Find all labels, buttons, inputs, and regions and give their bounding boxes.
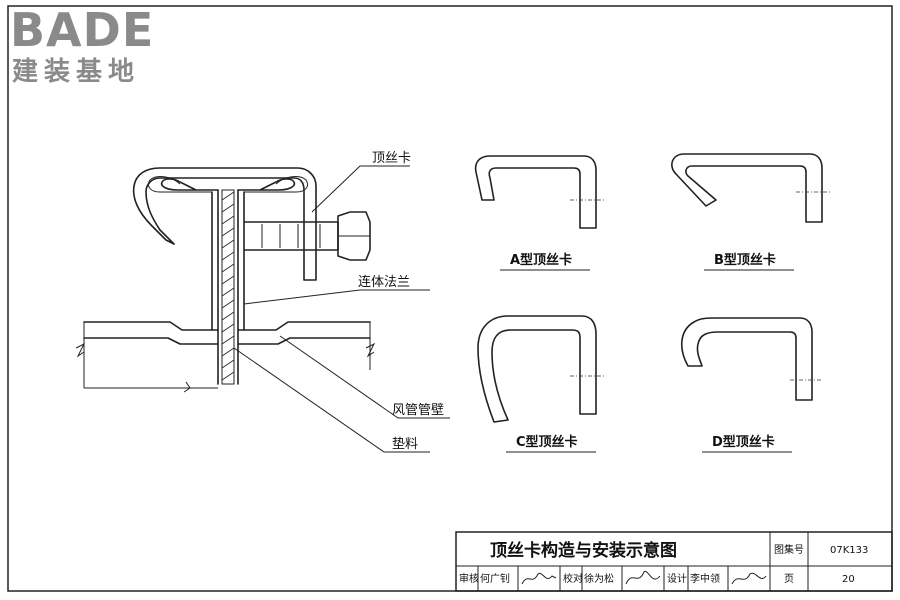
duct-wall-right-upper [237, 321, 371, 331]
title-block-design-label: 设计 [667, 572, 687, 585]
leader-gasket [233, 347, 430, 453]
title-block-reviewer: 何广钊 [480, 572, 510, 585]
clip-b-shape [671, 153, 823, 223]
brand-logo: BADE 建装基地 [10, 3, 154, 87]
label-duct-wall: 风管管壁 [392, 403, 444, 418]
title-block-checker-signature [625, 570, 661, 585]
duct-wall-left-upper [83, 321, 219, 331]
flange-top-right [237, 178, 296, 191]
title-block-check-label: 校对 [563, 572, 583, 585]
clip-b-caption: B型顶丝卡 [714, 252, 776, 268]
title-block: 顶丝卡构造与安装示意图 图集号 07K133 审核 何广钊 校对 徐为松 设计 … [455, 531, 893, 592]
gasket-hatch [221, 191, 235, 381]
clip-a-shape [474, 155, 597, 229]
title-block-designer: 李中领 [690, 572, 720, 585]
clip-c-shape [477, 315, 597, 423]
logo-subtitle-text: 建装基地 [12, 57, 140, 87]
leader-duct-wall [279, 335, 450, 419]
title-block-title: 顶丝卡构造与安装示意图 [490, 540, 677, 561]
bolt-thread [261, 224, 321, 248]
top-clip-body [132, 167, 317, 281]
clip-a-caption: A型顶丝卡 [510, 252, 572, 268]
clip-c-caption: C型顶丝卡 [516, 434, 578, 450]
title-block-page-no: 20 [842, 574, 855, 585]
break-mark-left [75, 342, 86, 358]
clip-type-b: B型顶丝卡 [671, 153, 832, 271]
bolt-head [337, 211, 371, 261]
leader-flange [243, 289, 430, 305]
flange-top-left [160, 178, 219, 191]
duct-wall-left-lower [83, 337, 219, 345]
label-clip: 顶丝卡 [372, 151, 411, 166]
clip-type-d: D型顶丝卡 [681, 317, 822, 453]
clip-d-shape [681, 317, 813, 401]
title-block-reviewer-signature [521, 572, 557, 585]
duct-wall-right-lower [237, 337, 371, 345]
gasket-strip [221, 189, 235, 385]
title-block-atlas-no: 07K133 [830, 545, 868, 556]
title-block-atlas-label: 图集号 [774, 543, 804, 556]
clip-type-a: A型顶丝卡 [474, 155, 606, 271]
bolt-shank [243, 221, 339, 251]
break-mark-bottom [183, 381, 191, 393]
title-block-designer-signature [731, 572, 767, 585]
leader-clip [311, 165, 410, 213]
label-gasket: 垫料 [392, 436, 418, 452]
title-block-review-label: 审核 [459, 572, 479, 585]
clip-type-c: C型顶丝卡 [477, 315, 606, 453]
break-mark-right [365, 342, 376, 358]
assembly-section: 顶丝卡 连体法兰 风管管壁 垫料 [75, 151, 450, 453]
title-block-page-label: 页 [784, 573, 794, 585]
logo-brand-text: BADE [10, 3, 154, 57]
title-block-checker: 徐为松 [584, 572, 614, 585]
label-flange: 连体法兰 [358, 274, 410, 290]
clip-d-caption: D型顶丝卡 [712, 434, 775, 450]
sheet-frame [7, 5, 893, 592]
